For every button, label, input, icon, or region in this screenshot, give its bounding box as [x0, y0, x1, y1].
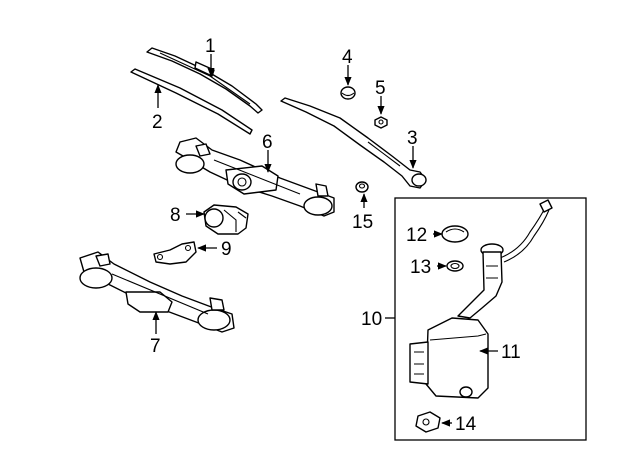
blade-insert-part[interactable]: [130, 68, 253, 135]
nut-part-5[interactable]: [374, 116, 388, 129]
callout-5: 5: [375, 78, 386, 99]
callout-12: 12: [406, 225, 427, 246]
callout-6: 6: [262, 132, 273, 153]
callout-1: 1: [205, 36, 216, 57]
callout-9: 9: [221, 239, 232, 260]
seal-part[interactable]: [446, 260, 464, 272]
washer-pump-part[interactable]: [415, 411, 441, 433]
callout-3: 3: [407, 128, 418, 149]
callout-15: 15: [352, 212, 373, 233]
grommet-part-15[interactable]: [355, 181, 369, 193]
motor-part[interactable]: [203, 204, 249, 235]
callout-11: 11: [501, 342, 521, 363]
washer-reservoir-part[interactable]: [409, 199, 553, 399]
callout-4: 4: [342, 47, 353, 68]
cap-part-4[interactable]: [340, 86, 356, 100]
reservoir-cap-part[interactable]: [441, 225, 469, 243]
lower-linkage-part[interactable]: [79, 251, 235, 333]
washer-assembly-box: [394, 197, 587, 441]
callout-2: 2: [152, 112, 163, 133]
callout-14: 14: [455, 414, 477, 435]
upper-linkage-part[interactable]: [175, 137, 335, 217]
wiper-arm-part[interactable]: [280, 97, 427, 189]
bracket-part[interactable]: [153, 241, 197, 265]
callout-7: 7: [150, 336, 161, 357]
callout-13: 13: [410, 257, 431, 278]
callout-10: 10: [361, 309, 382, 330]
callout-8: 8: [170, 205, 181, 226]
